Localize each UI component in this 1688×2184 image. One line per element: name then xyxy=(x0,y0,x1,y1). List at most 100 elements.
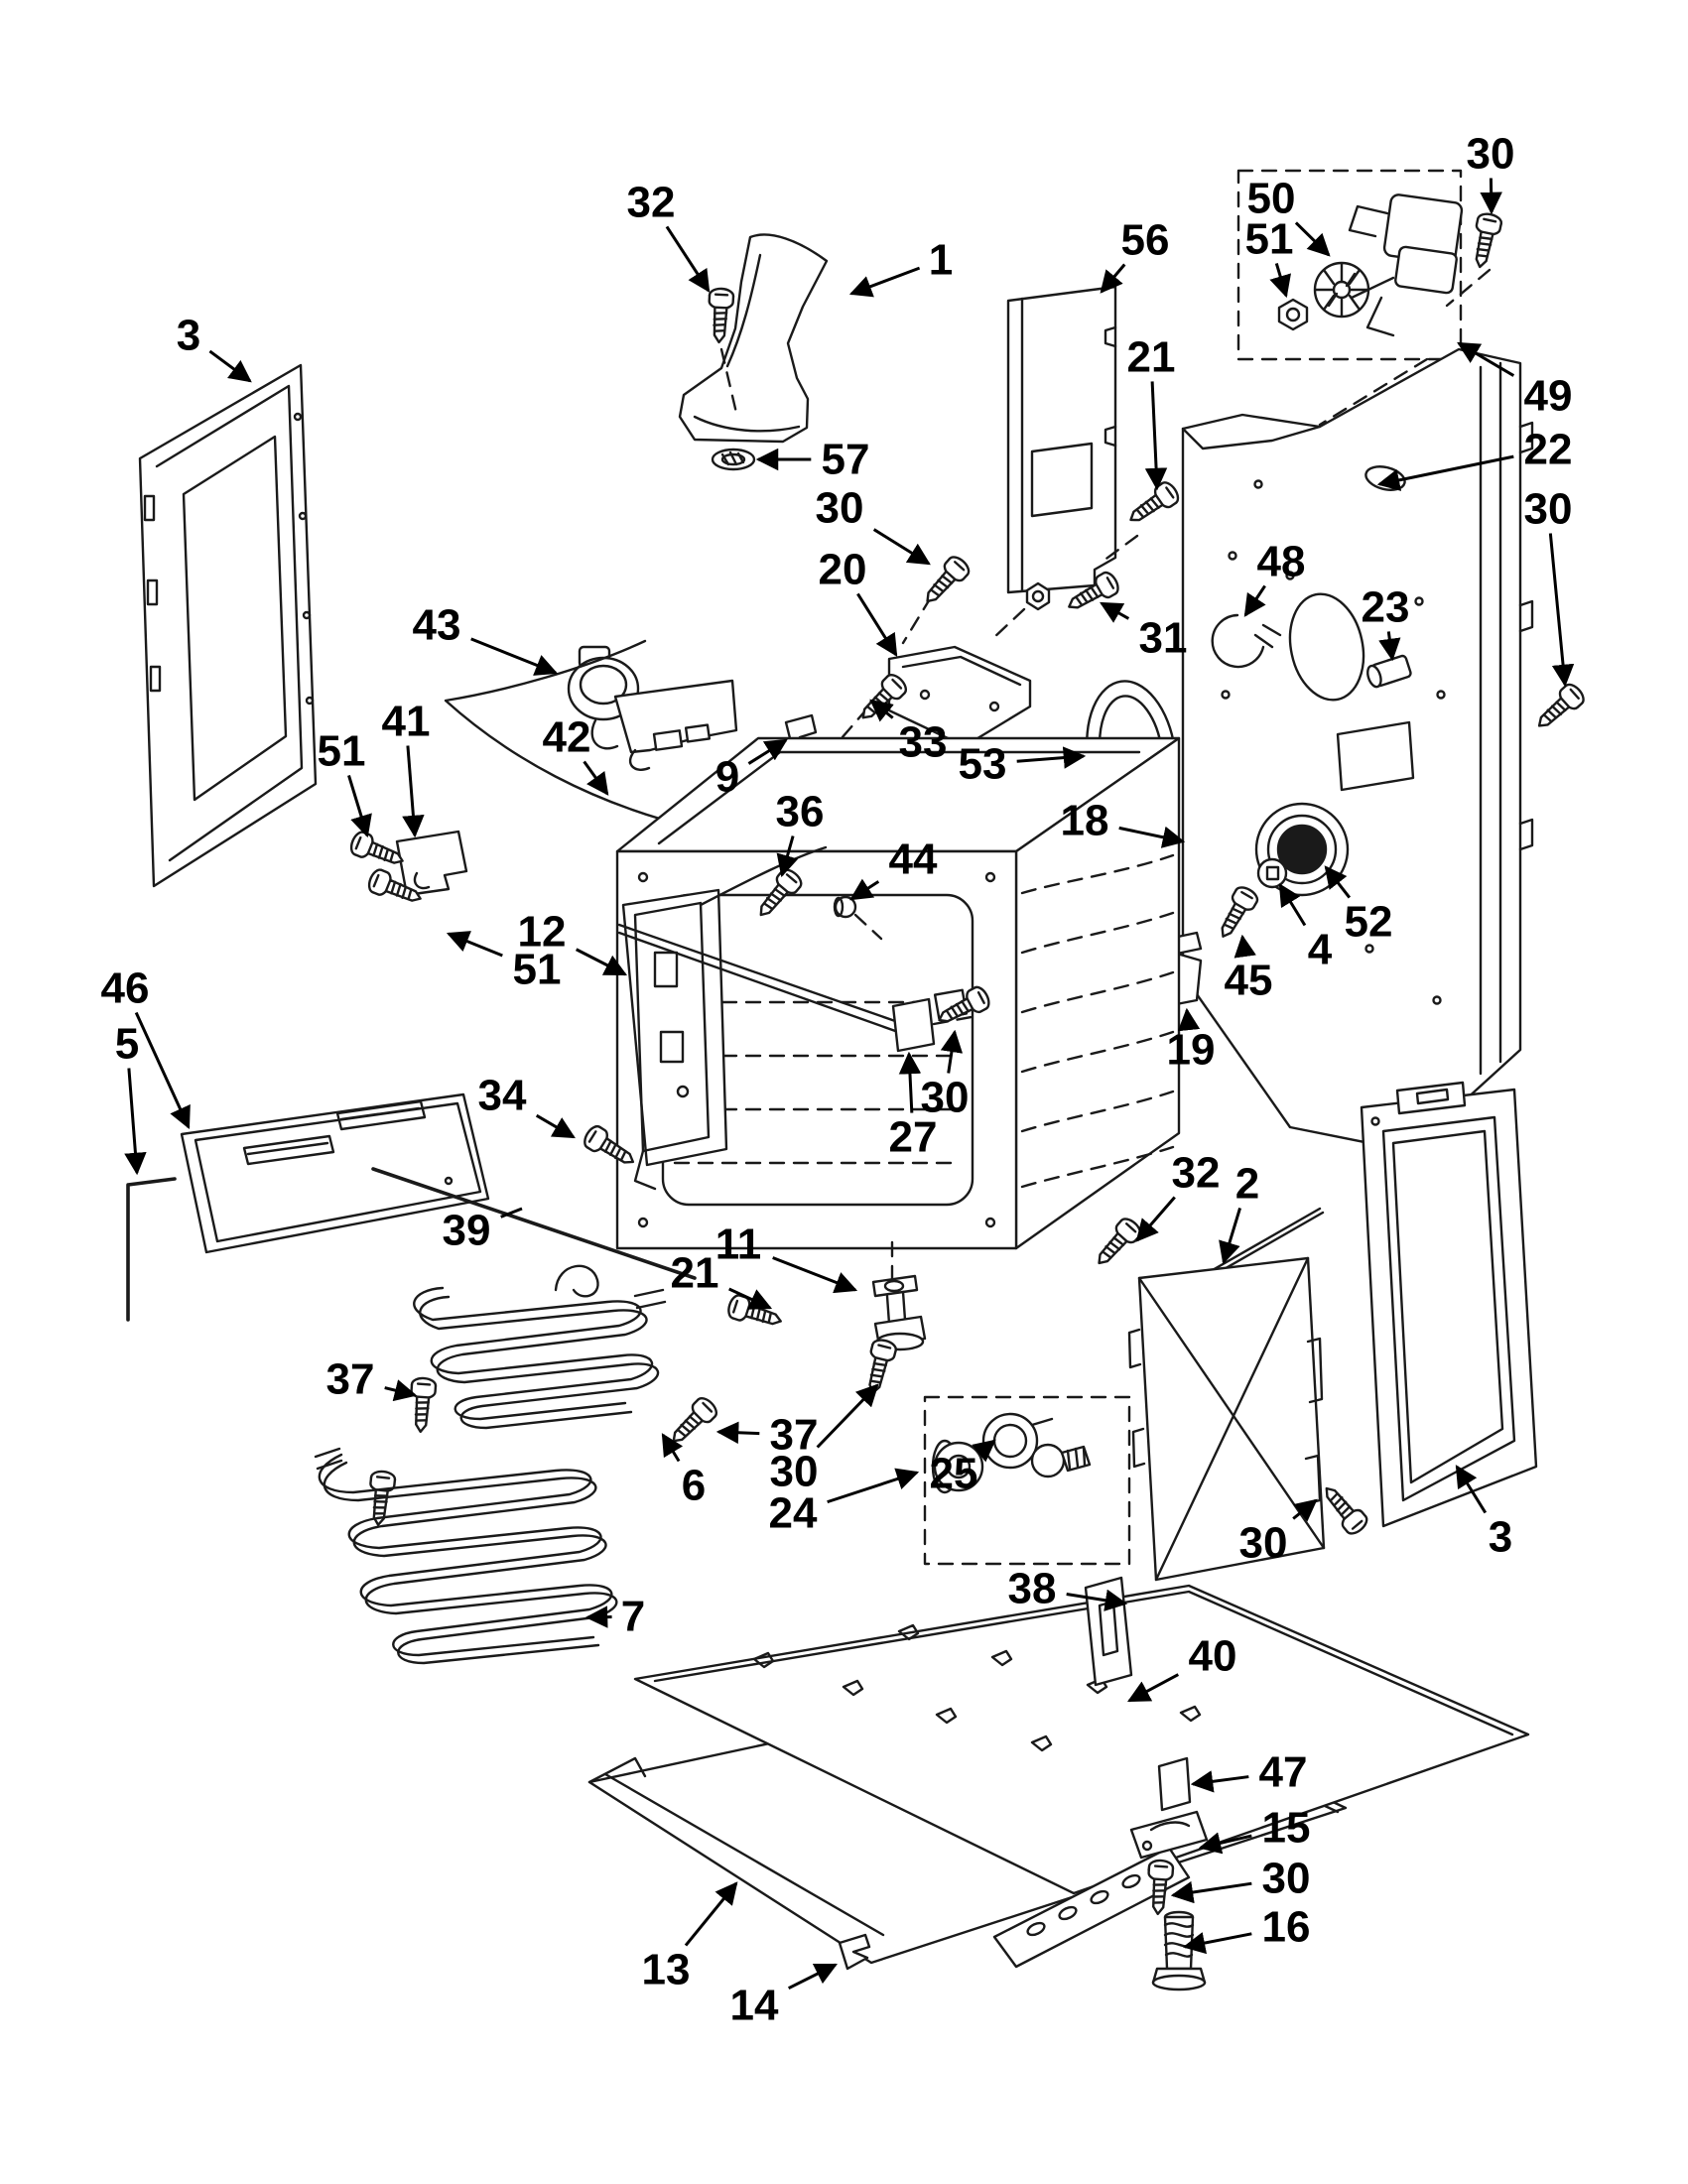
latch-motor-43 xyxy=(567,645,738,771)
part-callout-37: 37 xyxy=(770,1411,819,1460)
leader-line-46 xyxy=(134,1011,191,1130)
grommet-57 xyxy=(711,448,756,471)
screw-30-panel xyxy=(1316,1479,1371,1539)
leader-line-48 xyxy=(1243,584,1266,617)
leader-line-25 xyxy=(972,1439,996,1463)
part-callout-38: 38 xyxy=(1008,1565,1057,1613)
leader-line-3 xyxy=(1455,1465,1488,1514)
leader-line-3 xyxy=(208,349,252,383)
part-callout-42: 42 xyxy=(543,713,591,762)
main-top-46 xyxy=(180,1092,490,1254)
leader-line-47 xyxy=(1190,1770,1249,1793)
part-callout-56: 56 xyxy=(1121,216,1170,265)
harness-wire-42 xyxy=(444,639,665,822)
left-side-panel xyxy=(138,363,318,888)
part-callout-3: 3 xyxy=(1489,1513,1512,1562)
part-callout-46: 46 xyxy=(101,964,150,1013)
latch-bracket-41 xyxy=(395,830,468,897)
part-callout-34: 34 xyxy=(478,1072,527,1120)
part-callout-30: 30 xyxy=(770,1448,819,1496)
assembly-dash-32 xyxy=(719,347,738,415)
part-callout-53: 53 xyxy=(959,740,1007,789)
leader-line-22 xyxy=(1376,454,1514,491)
leader-line-16 xyxy=(1182,1932,1252,1955)
part-callout-51: 51 xyxy=(1245,215,1294,264)
leg-bracket xyxy=(678,233,829,444)
part-callout-30: 30 xyxy=(1239,1519,1288,1568)
part-callout-41: 41 xyxy=(382,698,431,746)
part-callout-37: 37 xyxy=(326,1355,375,1404)
leader-line-44 xyxy=(849,878,880,901)
leader-line-40 xyxy=(1127,1673,1180,1703)
leader-line-43 xyxy=(470,637,559,676)
part-callout-30: 30 xyxy=(816,484,864,533)
latch-assembly-12 xyxy=(621,845,828,1191)
part-callout-27: 27 xyxy=(889,1113,938,1162)
leader-line-7 xyxy=(584,1606,612,1628)
part-callout-24: 24 xyxy=(769,1489,818,1538)
part-callout-30: 30 xyxy=(1467,130,1515,179)
pad-47 xyxy=(1157,1756,1192,1812)
leader-line-9 xyxy=(747,738,788,765)
leader-line-2 xyxy=(1219,1208,1241,1265)
part-callout-33: 33 xyxy=(899,718,948,767)
leader-line-32 xyxy=(1135,1196,1176,1242)
leader-line-53 xyxy=(1016,746,1087,769)
part-callout-19: 19 xyxy=(1167,1026,1216,1075)
leader-line-23 xyxy=(1378,631,1401,662)
screw-30-right xyxy=(1529,680,1589,736)
right-side-panel xyxy=(1360,1081,1538,1528)
leader-line-50 xyxy=(1294,221,1331,257)
leader-line-56 xyxy=(1100,263,1126,294)
part-callout-5: 5 xyxy=(115,1020,139,1069)
leader-line-11 xyxy=(772,1256,858,1294)
plug-44 xyxy=(833,895,883,941)
part-callout-49: 49 xyxy=(1524,372,1573,421)
clamp-48 xyxy=(1211,613,1282,669)
part-callout-52: 52 xyxy=(1345,898,1393,947)
leader-line-5 xyxy=(124,1068,147,1176)
spring-bolt-16 xyxy=(1151,1910,1207,1991)
part-callout-11: 11 xyxy=(715,1220,762,1269)
leader-line-32 xyxy=(665,225,711,293)
part-callout-23: 23 xyxy=(1362,583,1410,632)
leader-line-30 xyxy=(1292,1498,1318,1522)
leader-line-31 xyxy=(1100,601,1130,623)
leveling-leg-11 xyxy=(871,1240,927,1351)
part-callout-31: 31 xyxy=(1139,614,1188,663)
screw-21-top xyxy=(1122,477,1183,531)
part-callout-2: 2 xyxy=(1235,1160,1259,1209)
part-callout-47: 47 xyxy=(1259,1748,1308,1797)
leader-line-41 xyxy=(402,745,425,838)
insulation-retainer-2 xyxy=(1127,1207,1326,1582)
leader-line-12 xyxy=(575,948,628,976)
part-callout-45: 45 xyxy=(1225,957,1273,1005)
grommet-4 xyxy=(1256,857,1288,889)
latch-rod-39 xyxy=(371,1167,697,1280)
assembly-dash-30tr xyxy=(1445,268,1492,308)
part-callout-16: 16 xyxy=(1262,1903,1311,1952)
leader-line-30 xyxy=(1548,533,1575,688)
part-callout-15: 15 xyxy=(1262,1804,1311,1853)
leader-line-51 xyxy=(446,931,503,958)
part-callout-32: 32 xyxy=(1172,1149,1221,1198)
bake-element-7 xyxy=(314,1447,618,1665)
part-callout-32: 32 xyxy=(627,179,676,227)
leader-line-49 xyxy=(1457,341,1515,377)
screw-32-low xyxy=(1089,1214,1145,1273)
clip-14 xyxy=(838,1933,871,1971)
broil-element-6 xyxy=(413,1264,667,1430)
oven-light-assembly xyxy=(923,1395,1131,1566)
part-callout-14: 14 xyxy=(730,1982,779,2030)
part-callout-30: 30 xyxy=(1524,485,1573,534)
part-callout-6: 6 xyxy=(682,1462,706,1510)
leader-line-36 xyxy=(776,835,799,878)
leader-line-30 xyxy=(940,1029,964,1074)
leader-line-30 xyxy=(1480,178,1502,215)
leader-line-1 xyxy=(848,266,921,298)
leader-line-20 xyxy=(856,592,898,657)
leader-line-51 xyxy=(347,775,372,838)
leader-line-6 xyxy=(661,1433,684,1463)
fan-motor-assembly xyxy=(1236,169,1464,427)
